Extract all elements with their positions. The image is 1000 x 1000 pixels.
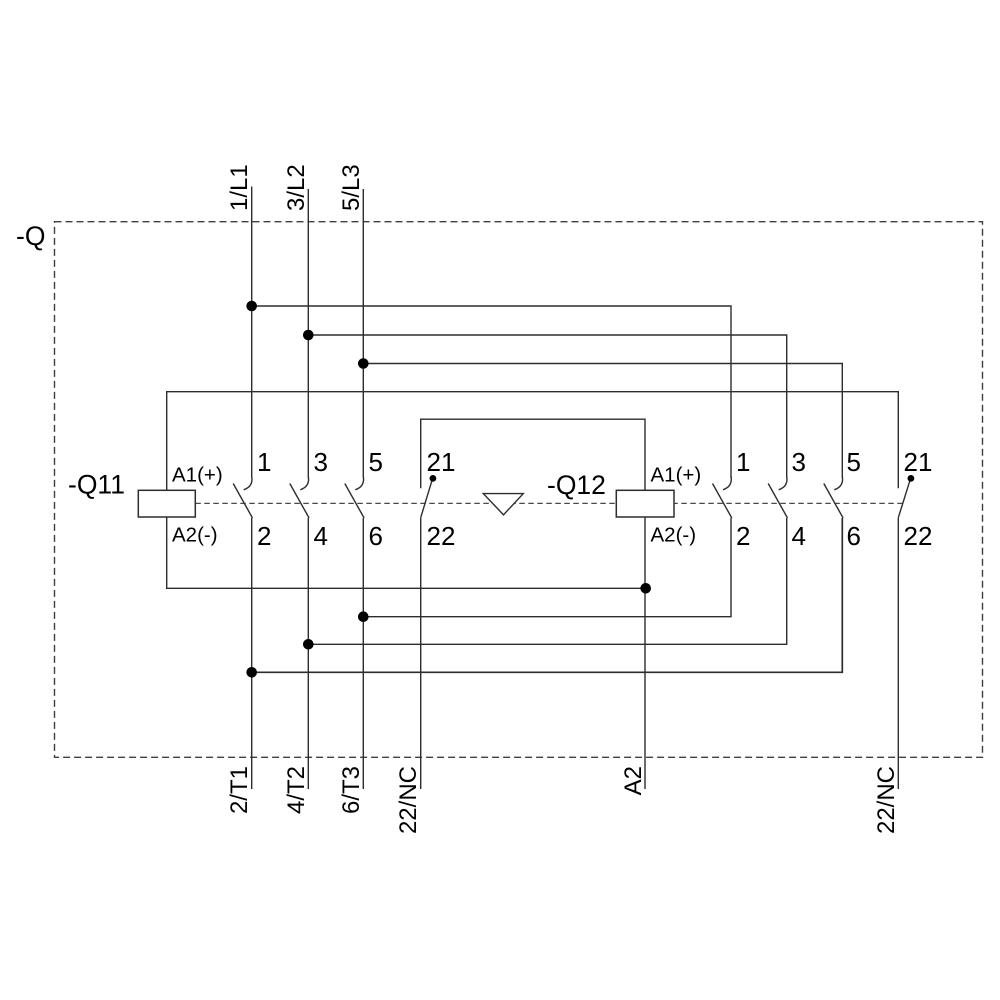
q12-pole5-top-label: 5 xyxy=(847,447,861,477)
q12-pole3-blade xyxy=(767,483,789,519)
link-q12-out2-to-T3 xyxy=(363,518,732,618)
q11-coil xyxy=(137,489,197,518)
q11-contact-symbols xyxy=(232,475,437,519)
q12-pole3-fixed-contact xyxy=(778,476,788,491)
mechanical-interlock-triangle-icon xyxy=(481,492,525,516)
q12-pole5-bottom-label: 6 xyxy=(847,521,861,551)
junction-T3 xyxy=(358,611,369,622)
q11-pole3-bottom-label: 4 xyxy=(314,521,328,551)
q11-coil-a1-label: A1(+) xyxy=(172,464,223,487)
junction-L2 xyxy=(303,329,314,341)
wire-q11-a1-to-q12-nc21 xyxy=(166,391,899,491)
q11-pole3-fixed-contact xyxy=(300,476,310,491)
q12-coil-a2-label: A2(-) xyxy=(651,524,697,547)
q12-labels: -Q12 A1(+) A2(-) 1 2 3 4 5 6 21 22 xyxy=(547,447,932,551)
q11-nc-blade-tip-dot xyxy=(429,475,437,482)
q11-nc-top-label: 21 xyxy=(427,447,456,477)
q11-pole5-top-label: 5 xyxy=(369,447,383,477)
top-terminal-labels: 1/L1 3/L2 5/L3 xyxy=(226,164,365,211)
link-L3-to-q12-pole5 xyxy=(363,362,843,478)
q11-pole1-fixed-contact xyxy=(243,476,253,491)
q12-nc-bottom-label: 22 xyxy=(904,521,933,551)
q12-reference-label: -Q12 xyxy=(547,470,606,500)
q11-pole5-bottom-label: 6 xyxy=(369,521,383,551)
junction-L3 xyxy=(358,358,369,369)
q11-nc-blade xyxy=(420,477,434,518)
q12-nc-blade-tip-dot xyxy=(907,475,915,482)
q11-coil-a2-label: A2(-) xyxy=(172,524,218,547)
terminal-label-22NC-left: 22/NC xyxy=(395,766,422,834)
q12-nc-top-label: 21 xyxy=(904,447,933,477)
input-parallel-link-wires xyxy=(251,305,843,478)
junction-T2 xyxy=(303,639,314,650)
q12-contact-symbols xyxy=(711,475,915,519)
q12-pole3-top-label: 3 xyxy=(792,447,806,477)
q12-nc-blade xyxy=(897,477,912,518)
q11-pole1-top-label: 1 xyxy=(257,447,271,477)
junction-dots xyxy=(246,300,651,678)
q12-pole3-bottom-label: 4 xyxy=(792,521,806,551)
q12-pole5-blade xyxy=(823,483,844,519)
q11-pole5-fixed-contact xyxy=(355,476,365,491)
wire-q11-a2-bus xyxy=(166,517,646,589)
q11-pole5-blade xyxy=(344,483,365,519)
q12-pole1-blade xyxy=(711,483,733,519)
junction-T1 xyxy=(246,667,257,678)
q11-nc-bottom-label: 22 xyxy=(427,521,456,551)
q12-pole5-fixed-contact xyxy=(834,476,844,491)
link-L1-to-q12-pole1 xyxy=(251,305,732,478)
q11-pole1-bottom-label: 2 xyxy=(257,521,271,551)
q11-labels: -Q11 A1(+) A2(-) 1 2 3 4 5 6 21 22 xyxy=(68,447,455,551)
q11-pole3-blade xyxy=(289,483,310,519)
terminal-label-3L2: 3/L2 xyxy=(283,164,310,211)
terminal-label-6T3: 6/T3 xyxy=(338,766,365,814)
control-circuit-wires xyxy=(166,391,899,789)
junction-a2-bus xyxy=(640,583,651,594)
q12-pole1-fixed-contact xyxy=(722,476,732,491)
q11-reference-label: -Q11 xyxy=(68,470,125,500)
wire-q11-nc21-to-q12-a1 xyxy=(420,418,646,491)
terminal-label-5L3: 5/L3 xyxy=(338,164,365,211)
terminal-label-2T1: 2/T1 xyxy=(226,766,253,814)
q12-coil xyxy=(615,489,675,518)
bottom-terminal-labels: 2/T1 4/T2 6/T3 22/NC A2 22/NC xyxy=(226,766,900,834)
terminal-label-4T2: 4/T2 xyxy=(283,766,310,814)
q12-coil-a1-label: A1(+) xyxy=(651,464,702,487)
link-q12-out4-to-T2 xyxy=(308,518,788,645)
outgoing-terminal-wires xyxy=(251,517,899,789)
link-q12-out6-to-T1 xyxy=(251,518,844,674)
output-crossover-wires xyxy=(251,518,844,674)
q11-pole3-top-label: 3 xyxy=(314,447,328,477)
q12-pole1-bottom-label: 2 xyxy=(736,521,750,551)
frame-reference-label: -Q xyxy=(16,221,45,251)
q12-pole1-top-label: 1 xyxy=(736,447,750,477)
junction-L1 xyxy=(246,300,257,312)
link-L2-to-q12-pole3 xyxy=(308,334,788,478)
terminal-label-A2: A2 xyxy=(620,766,647,795)
function-block-dashed-border xyxy=(53,220,984,758)
terminal-label-1L1: 1/L1 xyxy=(226,164,253,211)
q11-pole1-blade xyxy=(232,483,254,519)
terminal-label-22NC-right: 22/NC xyxy=(873,766,900,834)
